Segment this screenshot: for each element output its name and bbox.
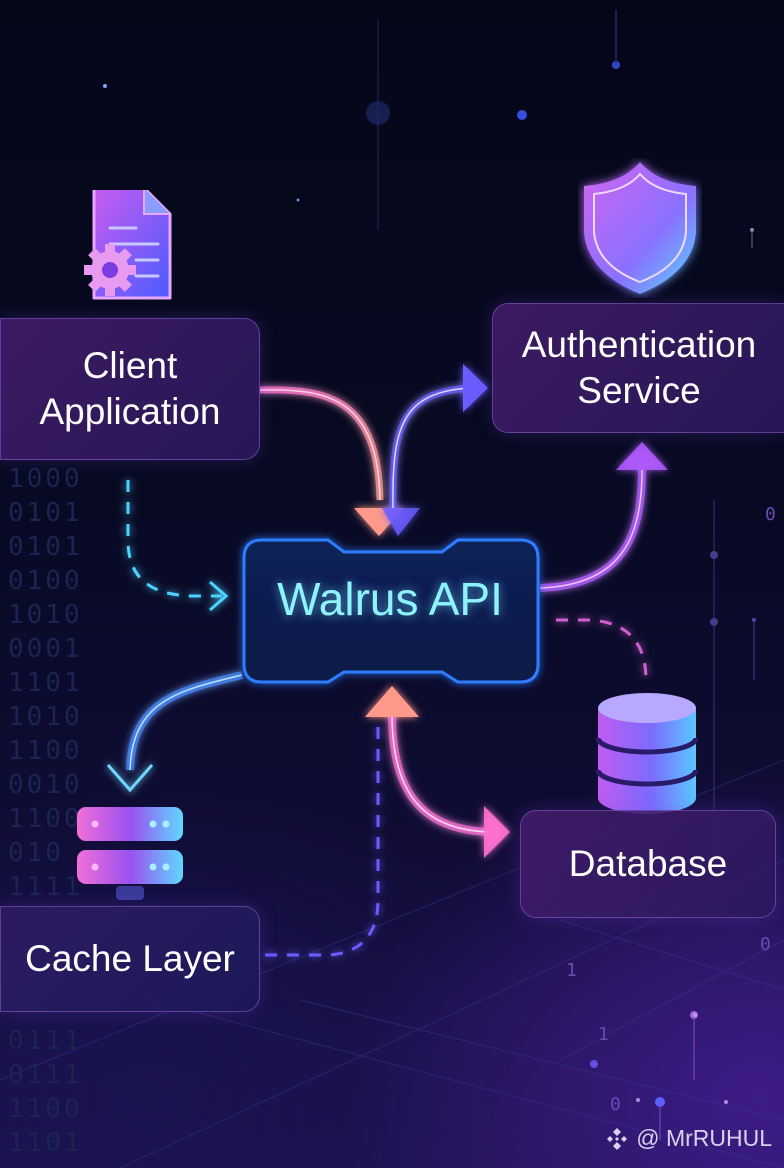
dashed-api-to-database	[556, 618, 648, 681]
client-label-line2: Application	[39, 391, 221, 432]
client-label-line1: Client	[82, 345, 178, 386]
scatter-digit: 0	[760, 934, 771, 955]
scatter-digit: 1	[598, 1024, 609, 1045]
arrowhead	[382, 508, 420, 536]
binary-line: 010	[8, 838, 64, 868]
arrowhead	[365, 686, 419, 717]
arrow-api-to-cache	[106, 671, 243, 793]
watermark: @ MrRUHUL	[604, 1125, 772, 1152]
watermark-text: @ MrRUHUL	[636, 1125, 772, 1151]
api-box[interactable]	[242, 538, 540, 684]
arrowhead	[463, 364, 488, 412]
shield-icon	[584, 162, 696, 294]
binary-line: 0010	[8, 770, 83, 800]
scatter-digits: 0 1 1 0 0	[566, 504, 776, 1115]
scatter-digit: 0	[765, 504, 776, 525]
auth-label-line2: Service	[577, 370, 701, 411]
api-label: Walrus API	[277, 573, 503, 625]
binary-line: 0111	[8, 1060, 83, 1090]
database-node[interactable]: Database	[520, 810, 776, 918]
binary-line: 1010	[8, 702, 83, 732]
scatter-digit: 1	[566, 960, 577, 981]
database-icon	[595, 693, 699, 814]
server-icon	[77, 807, 183, 900]
binary-line: 1000	[8, 464, 83, 494]
dashed-cache-to-api	[265, 720, 380, 957]
scatter-digit: 0	[610, 1094, 621, 1115]
cache-label: Cache Layer	[25, 938, 235, 979]
authentication-service-node[interactable]: Authentication Service	[492, 303, 784, 433]
binary-line: 1010	[8, 600, 83, 630]
binary-line: 0001	[8, 634, 83, 664]
cache-layer-node[interactable]: Cache Layer	[0, 906, 260, 1012]
arrowhead	[616, 442, 668, 470]
binary-line: 1101	[8, 1128, 83, 1158]
binary-line: 1100	[8, 1094, 83, 1124]
binance-logo-icon	[607, 1127, 628, 1150]
dashed-client-to-api	[126, 480, 229, 612]
binary-line: 1111	[8, 872, 83, 902]
arrow-api-to-database	[365, 686, 510, 858]
binary-line: 1100	[8, 804, 83, 834]
client-application-node[interactable]: Client Application	[0, 318, 260, 460]
light-particles	[103, 10, 756, 1140]
arrow-client-to-api	[259, 386, 404, 536]
binary-line: 0101	[8, 498, 83, 528]
arrow-api-to-auth	[382, 364, 488, 536]
binary-line: 0101	[8, 532, 83, 562]
binary-line: 0100	[8, 566, 83, 596]
binary-line: 1101	[8, 668, 83, 698]
binary-column: 1000 0101 0101 0100 1010 0001 1101 1010 …	[8, 462, 83, 904]
binary-line: 1100	[8, 736, 83, 766]
auth-label-line1: Authentication	[521, 324, 757, 365]
arrowhead	[484, 806, 510, 858]
document-gear-icon	[84, 190, 172, 300]
binary-column-bottom: 0111 0111 1100 1101	[8, 1024, 83, 1160]
database-label: Database	[568, 843, 728, 884]
binary-line: 0111	[8, 1026, 83, 1056]
arrow-api-to-auth-service	[539, 442, 668, 592]
